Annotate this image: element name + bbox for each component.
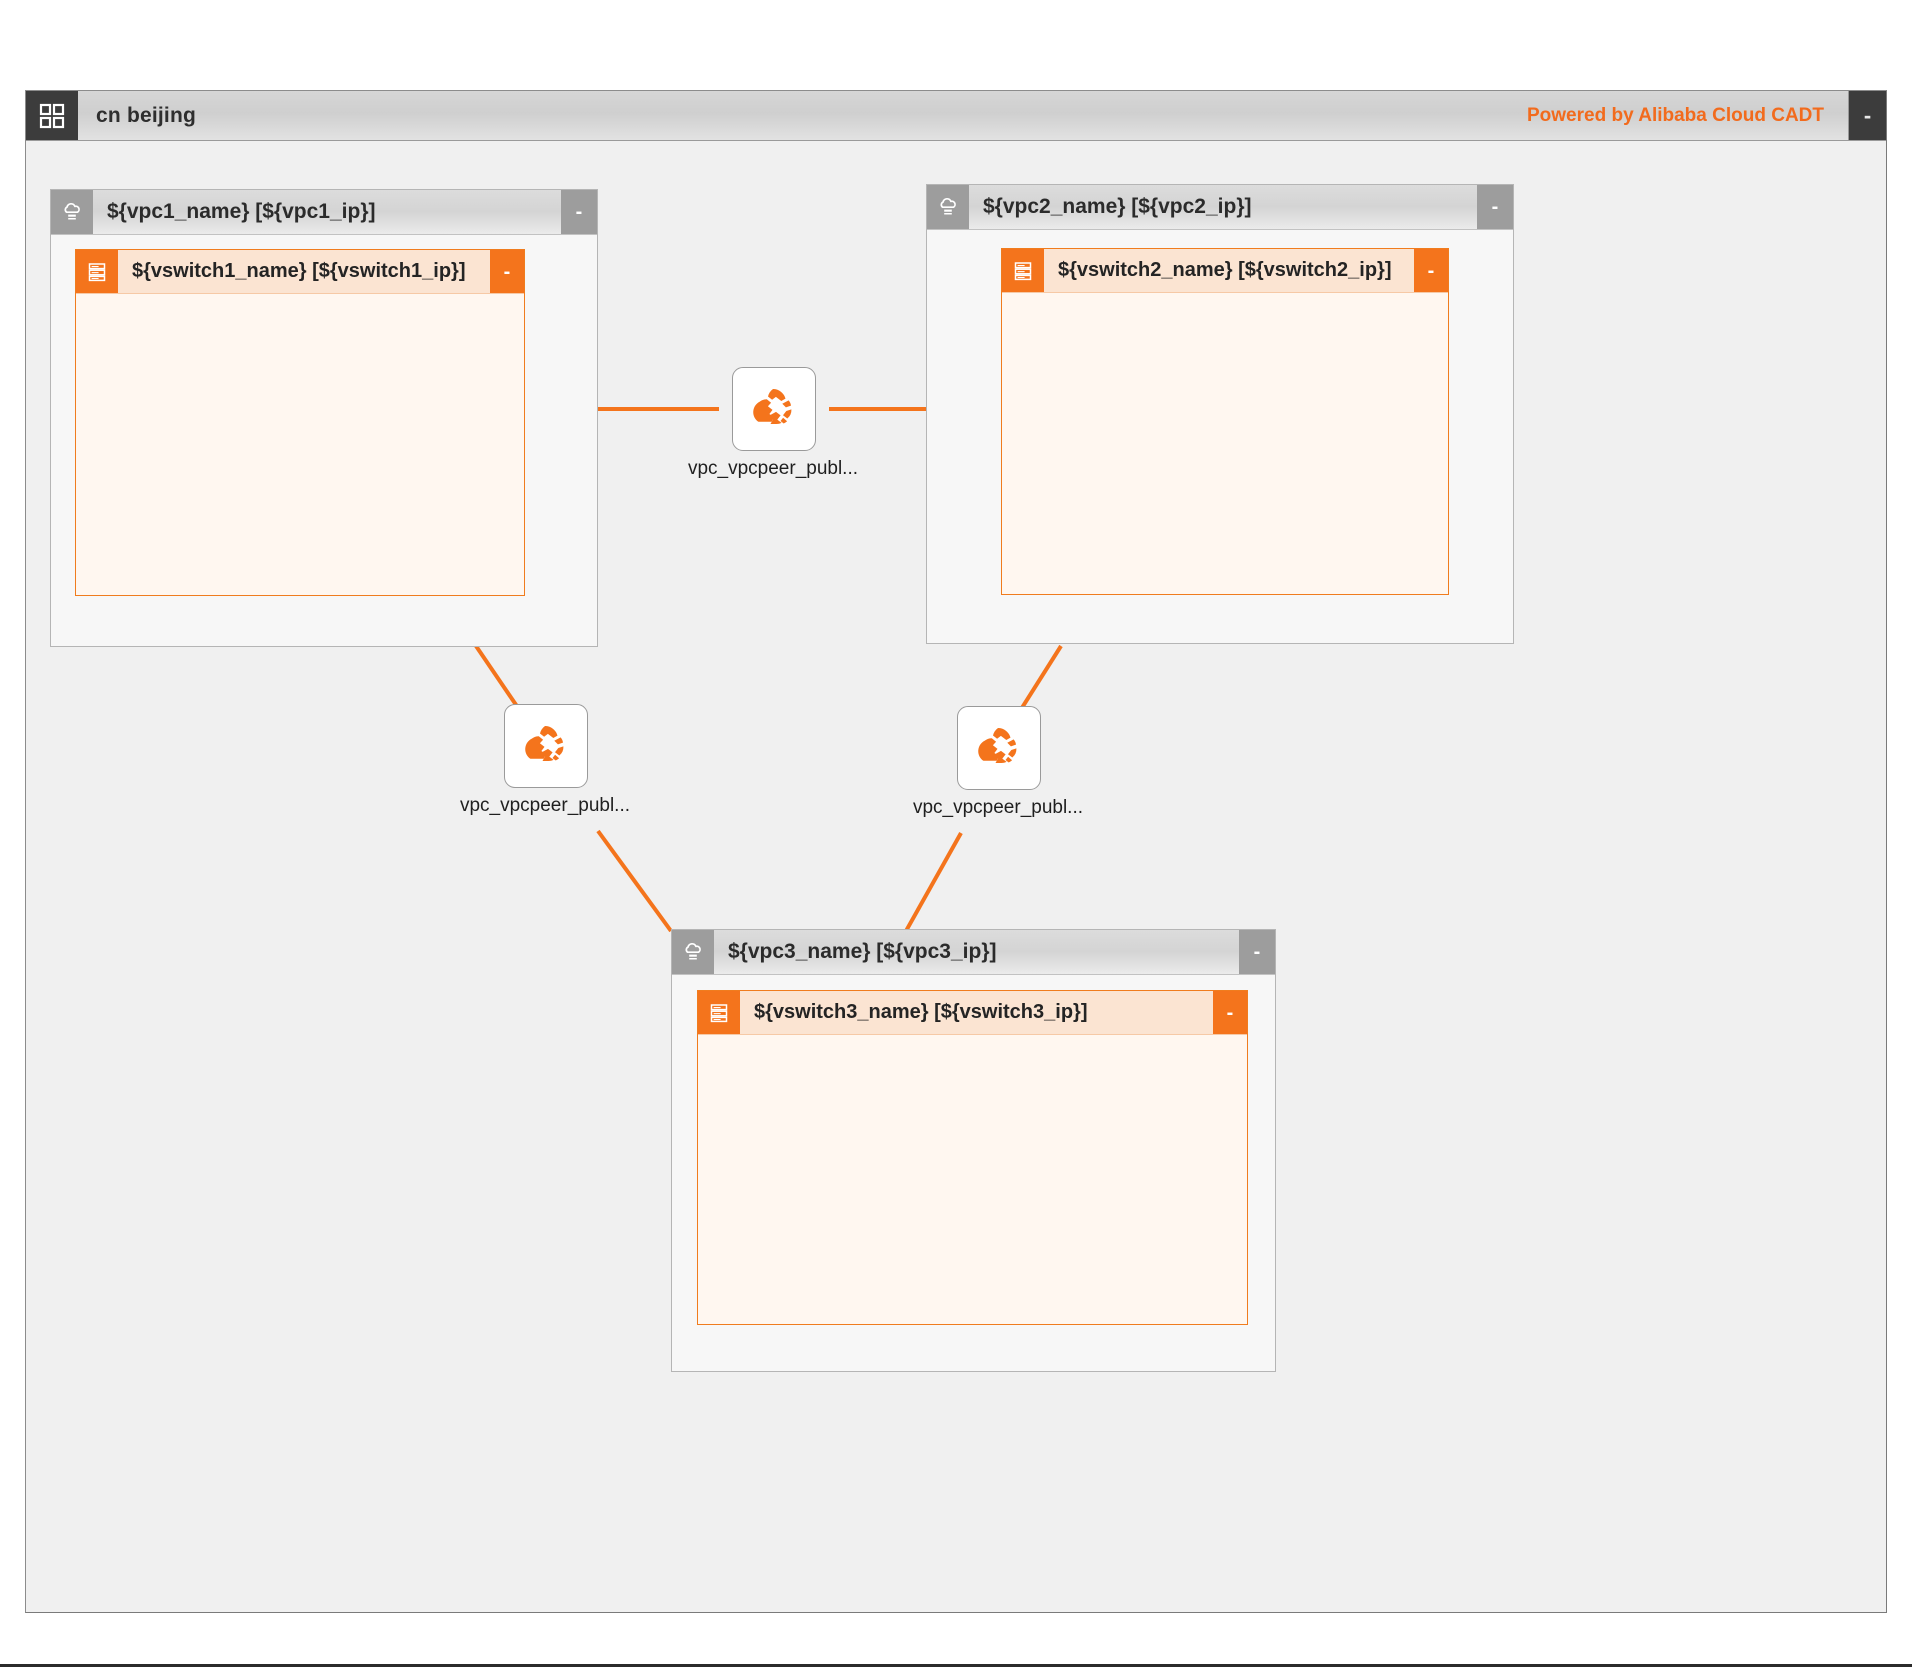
app-menu-button[interactable] <box>26 91 78 140</box>
vpc2-collapse-button[interactable]: - <box>1477 185 1513 229</box>
vswitch2-collapse-button[interactable]: - <box>1414 249 1448 292</box>
topology-canvas[interactable]: cn beijing Powered by Alibaba Cloud CADT… <box>25 90 1887 1613</box>
vswitch2-header[interactable]: ${vswitch2_name} [${vswitch2_ip}] - <box>1002 249 1448 293</box>
vpc3-title: ${vpc3_name} [${vpc3_ip}] <box>728 940 997 963</box>
vswitch1-header[interactable]: ${vswitch1_name} [${vswitch1_ip}] - <box>76 250 524 294</box>
vswitch-rack-icon <box>698 991 740 1034</box>
vpc1-body: ${vswitch1_name} [${vswitch1_ip}] - <box>51 235 597 646</box>
canvas-header: cn beijing Powered by Alibaba Cloud CADT… <box>26 91 1886 141</box>
vpc2-body: ${vswitch2_name} [${vswitch2_ip}] - <box>927 230 1513 643</box>
vpc1-title: ${vpc1_name} [${vpc1_ip}] <box>107 200 376 223</box>
vswitch3-title: ${vswitch3_name} [${vswitch3_ip}] <box>754 1001 1088 1023</box>
vswitch-rack-icon <box>1002 249 1044 292</box>
vpc2-title: ${vpc2_name} [${vpc2_ip}] <box>983 195 1252 218</box>
region-title: cn beijing <box>96 103 197 127</box>
vswitch2-body <box>1002 293 1448 594</box>
vpc-container-vpc2[interactable]: ${vpc2_name} [${vpc2_ip}] - <box>926 184 1514 644</box>
vpc-container-vpc3[interactable]: ${vpc3_name} [${vpc3_ip}] - <box>671 929 1276 1372</box>
vswitch-rack-icon <box>76 250 118 293</box>
vpc1-header[interactable]: ${vpc1_name} [${vpc1_ip}] - <box>51 190 597 235</box>
vswitch-container-vswitch3[interactable]: ${vswitch3_name} [${vswitch3_ip}] - <box>697 990 1248 1325</box>
vpc-peering-cloud-icon[interactable] <box>957 706 1041 790</box>
grid-icon <box>39 103 65 129</box>
vpc-peering-cloud-icon[interactable] <box>504 704 588 788</box>
peer-node-peer-bottom-right[interactable]: vpc_vpcpeer_publ... <box>913 706 1083 819</box>
vpc3-collapse-button[interactable]: - <box>1239 930 1275 974</box>
peer-bottom-right-label: vpc_vpcpeer_publ... <box>912 797 1084 818</box>
vpc-container-vpc1[interactable]: ${vpc1_name} [${vpc1_ip}] - <box>50 189 598 647</box>
vswitch3-body <box>698 1035 1247 1324</box>
vpc2-header[interactable]: ${vpc2_name} [${vpc2_ip}] - <box>927 185 1513 230</box>
vswitch1-title: ${vswitch1_name} [${vswitch1_ip}] <box>132 260 466 282</box>
vpc3-body: ${vswitch3_name} [${vswitch3_ip}] - <box>672 975 1275 1371</box>
canvas-collapse-button[interactable]: - <box>1848 91 1886 140</box>
page-bottom-rule <box>0 1664 1912 1667</box>
vpc-peering-cloud-icon[interactable] <box>732 367 816 451</box>
vpc-cloud-icon <box>51 190 93 234</box>
vpc-cloud-icon <box>672 930 714 974</box>
vpc3-header[interactable]: ${vpc3_name} [${vpc3_ip}] - <box>672 930 1275 975</box>
peer-top-label: vpc_vpcpeer_publ... <box>687 458 859 479</box>
vswitch3-header[interactable]: ${vswitch3_name} [${vswitch3_ip}] - <box>698 991 1247 1035</box>
peer-bottom-left-label: vpc_vpcpeer_publ... <box>459 795 631 816</box>
vswitch1-collapse-button[interactable]: - <box>490 250 524 293</box>
vswitch1-body <box>76 294 524 595</box>
powered-by-label: Powered by Alibaba Cloud CADT <box>1527 104 1824 126</box>
vswitch2-title: ${vswitch2_name} [${vswitch2_ip}] <box>1058 259 1392 281</box>
peer-node-peer-top[interactable]: vpc_vpcpeer_publ... <box>688 367 858 480</box>
vswitch3-collapse-button[interactable]: - <box>1213 991 1247 1034</box>
vpc-cloud-icon <box>927 185 969 229</box>
vswitch-container-vswitch1[interactable]: ${vswitch1_name} [${vswitch1_ip}] - <box>75 249 525 596</box>
vpc1-collapse-button[interactable]: - <box>561 190 597 234</box>
peer-node-peer-bottom-left[interactable]: vpc_vpcpeer_publ... <box>460 704 630 817</box>
vswitch-container-vswitch2[interactable]: ${vswitch2_name} [${vswitch2_ip}] - <box>1001 248 1449 595</box>
